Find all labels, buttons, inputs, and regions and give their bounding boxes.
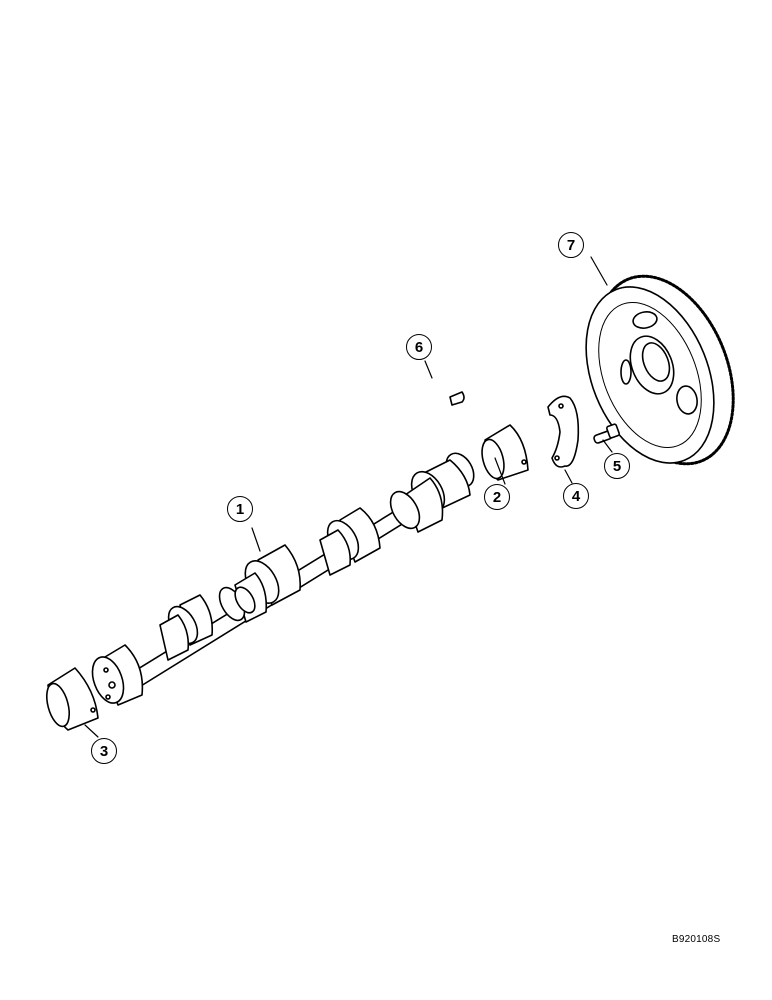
callout-2: 2 xyxy=(484,484,510,510)
callout-5: 5 xyxy=(604,453,630,479)
leader-lines xyxy=(84,256,613,738)
cap-screw xyxy=(593,423,620,444)
camshaft xyxy=(91,452,475,706)
figure-code: B920108S xyxy=(672,934,721,945)
callout-6: 6 xyxy=(406,334,432,360)
callout-3: 3 xyxy=(91,738,117,764)
callout-1: 1 xyxy=(227,496,253,522)
camshaft-gear xyxy=(585,274,735,466)
callout-7: 7 xyxy=(558,232,584,258)
thrust-plate xyxy=(547,395,580,468)
camshaft-bushing-front xyxy=(45,667,99,731)
camshaft-bushing-rear xyxy=(481,424,529,481)
woodruff-key xyxy=(449,391,465,406)
callout-4: 4 xyxy=(563,483,589,509)
